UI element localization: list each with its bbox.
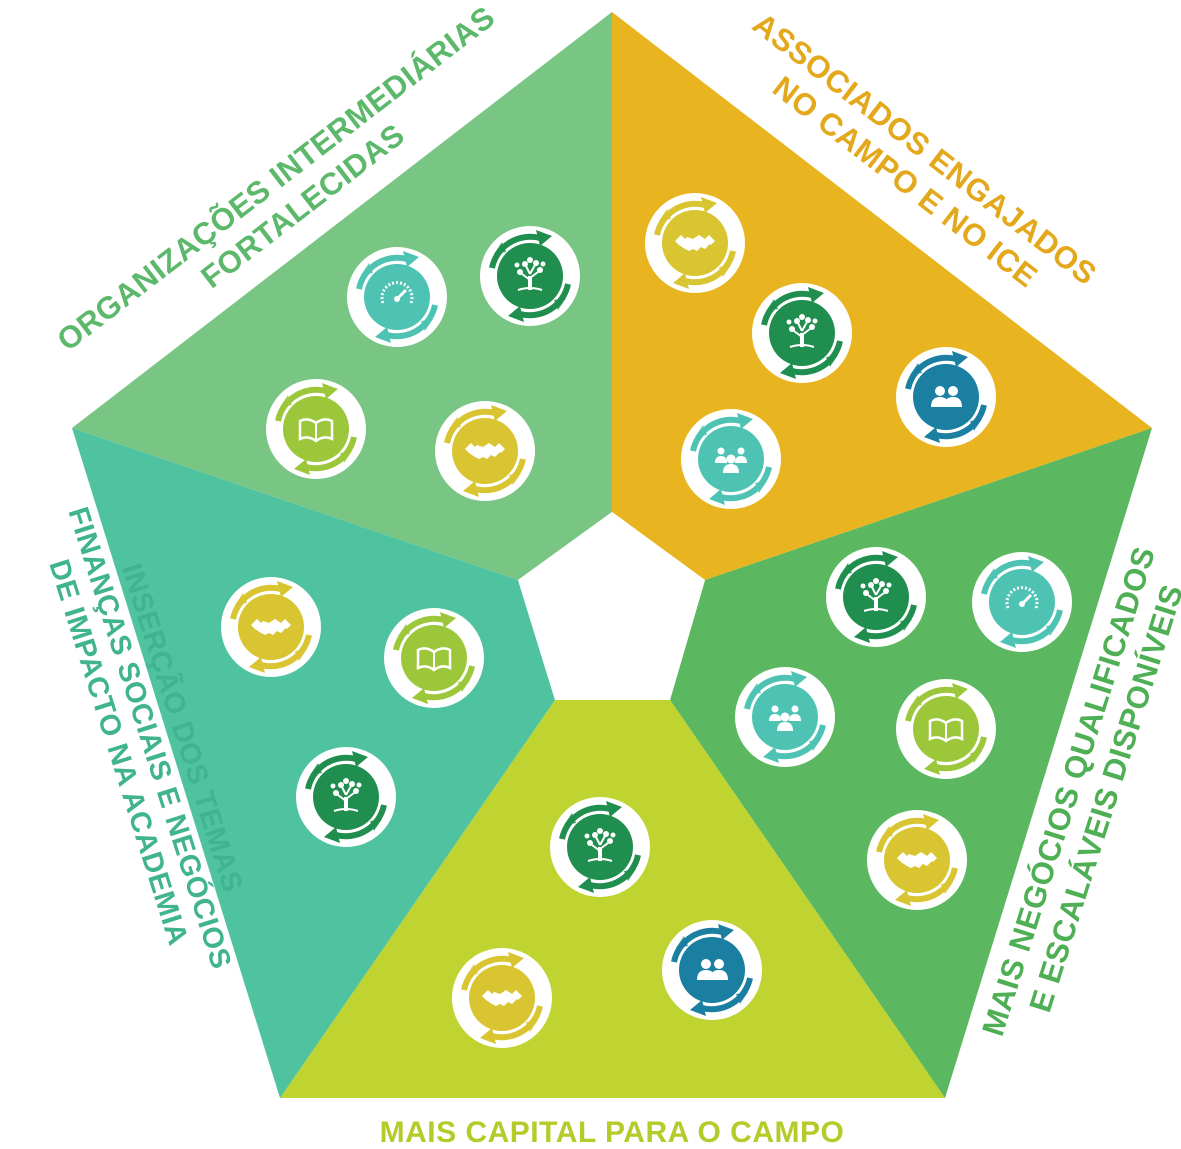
group-icon — [681, 409, 781, 509]
gauge-icon — [347, 247, 447, 347]
handshake-icon — [435, 401, 535, 501]
tree-icon — [550, 797, 650, 897]
handshake-icon — [452, 948, 552, 1048]
group-icon — [735, 667, 835, 767]
tree-icon — [296, 747, 396, 847]
handshake-icon — [867, 810, 967, 910]
tree-icon — [826, 547, 926, 647]
segment-bottom — [280, 700, 945, 1098]
people-icon — [662, 920, 762, 1020]
gauge-icon — [972, 552, 1072, 652]
tree-icon — [752, 283, 852, 383]
label-bottom: MAIS CAPITAL PARA O CAMPO — [380, 1116, 845, 1149]
book-icon — [266, 379, 366, 479]
people-icon — [896, 347, 996, 447]
book-icon — [896, 679, 996, 779]
icon-badges — [221, 193, 1072, 1048]
center-pentagon — [518, 512, 705, 700]
handshake-icon — [221, 577, 321, 677]
book-icon — [384, 608, 484, 708]
tree-icon — [480, 226, 580, 326]
handshake-icon — [645, 193, 745, 293]
